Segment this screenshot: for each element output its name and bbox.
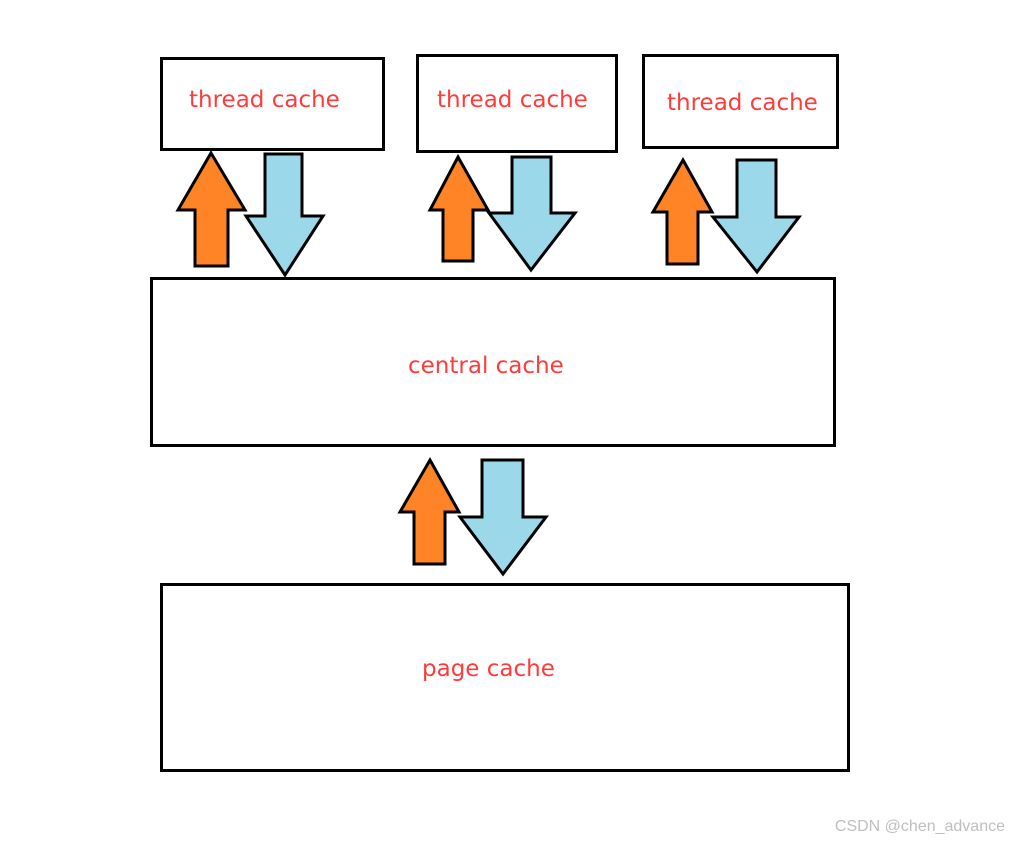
page-cache-label: page cache <box>422 656 555 682</box>
down-arrow-icon <box>456 458 550 577</box>
down-arrow-icon <box>709 158 803 275</box>
thread-cache-box-3: thread cache <box>642 54 839 149</box>
thread-cache-box-1: thread cache <box>160 57 385 151</box>
central-cache-label: central cache <box>408 353 564 379</box>
up-arrow-icon <box>650 156 715 266</box>
central-cache-box: central cache <box>150 277 836 447</box>
down-arrow-icon <box>486 155 579 273</box>
thread-cache-box-2: thread cache <box>416 54 618 153</box>
up-arrow-icon <box>175 150 248 268</box>
down-arrow-icon <box>243 152 326 278</box>
up-arrow-icon <box>427 153 491 263</box>
thread-cache-label-3: thread cache <box>667 90 818 116</box>
page-cache-box: page cache <box>160 583 850 772</box>
up-arrow-icon <box>397 456 462 566</box>
thread-cache-label-1: thread cache <box>189 87 340 113</box>
thread-cache-label-2: thread cache <box>437 87 588 113</box>
watermark-text: CSDN @chen_advance <box>834 818 1005 835</box>
